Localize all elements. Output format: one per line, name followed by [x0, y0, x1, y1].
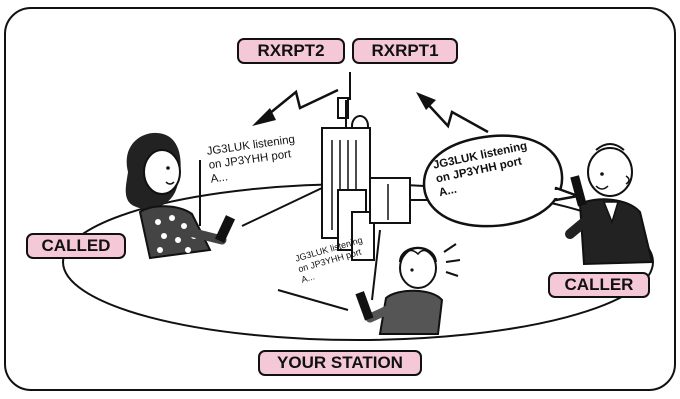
- rxrpt2-label: RXRPT2: [237, 38, 345, 64]
- called-label: CALLED: [26, 233, 126, 259]
- caller-person-icon: [570, 144, 652, 264]
- called-link: [242, 188, 322, 226]
- your-speech-line: [278, 290, 348, 310]
- caller-label: CALLER: [548, 272, 650, 298]
- radio-wave-right-icon: [416, 92, 488, 132]
- your-station-label: YOUR STATION: [258, 350, 422, 376]
- repeater-tower-icon: [322, 72, 410, 260]
- rxrpt1-label: RXRPT1: [352, 38, 458, 64]
- radio-wave-left-icon: [252, 90, 338, 126]
